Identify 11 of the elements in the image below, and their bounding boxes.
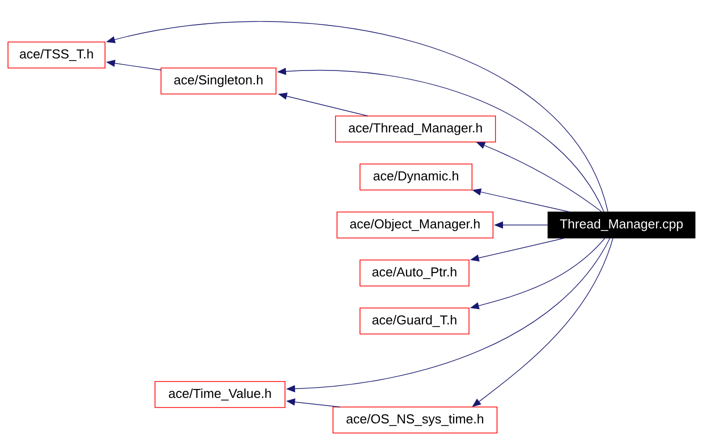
file-box: ace/Guard_T.h [360, 308, 470, 334]
file-box: ace/Thread_Manager.h [335, 116, 496, 142]
file-box: ace/Auto_Ptr.h [360, 260, 470, 286]
file-box: ace/OS_NS_sys_time.h [332, 406, 498, 434]
highlighted-file-box: Thread_Manager.cpp [548, 212, 696, 238]
file-box: ace/TSS_T.h [8, 42, 106, 68]
file-box: ace/Object_Manager.h [336, 212, 494, 238]
arrow [472, 238, 614, 407]
file-box: ace/Time_Value.h [154, 381, 286, 408]
file-box: ace/Dynamic.h [360, 164, 472, 190]
file-box: ace/Singleton.h [160, 68, 276, 94]
